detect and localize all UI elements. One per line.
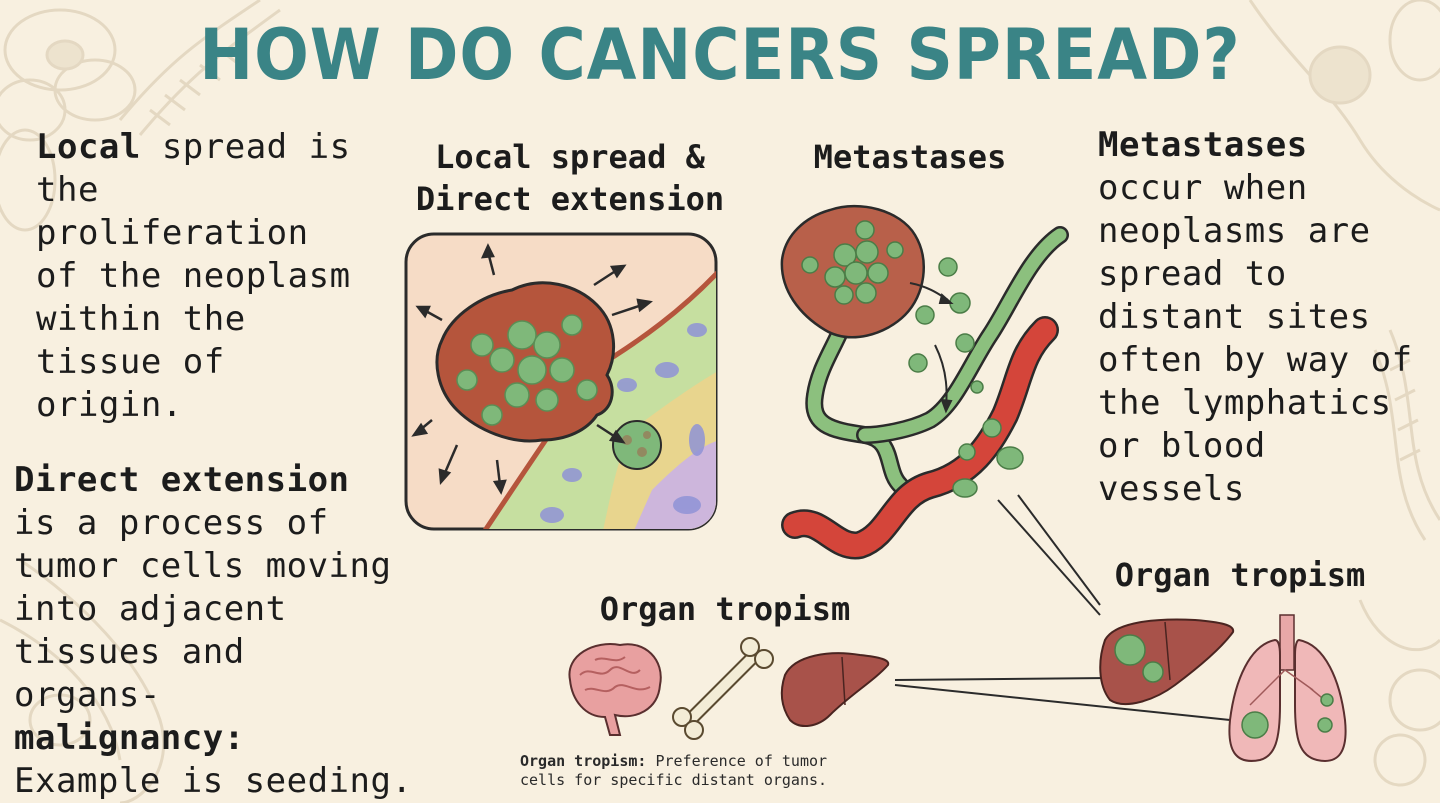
direct-extension-term: Direct extension [14, 460, 350, 500]
organs-group-center [568, 637, 890, 740]
organ-tropism-center-heading: Organ tropism [599, 590, 851, 628]
liver-icon [780, 652, 890, 727]
connector-lines [894, 677, 1231, 721]
direct-extension-description: Direct extension is a process of tumor c… [14, 459, 434, 803]
liver-with-metastases-icon [1099, 618, 1235, 705]
direct-extension-text: is a process of tumor cells moving into … [14, 503, 392, 715]
seeding-example-text: Example is seeding. [14, 761, 413, 801]
organ-tropism-caption: Organ tropism: Preference of tumor cells… [520, 752, 960, 790]
metastases-description: Metastases occur when neoplasms are spre… [1098, 124, 1438, 511]
metastases-panel-heading: Metastases [813, 138, 1007, 176]
metastatic-organs-icon [1099, 614, 1347, 762]
metastases-text: occur when neoplasms are spread to dista… [1098, 168, 1413, 509]
lungs-with-metastases-icon [1228, 614, 1347, 762]
local-spread-description: Local spread is the proliferation of the… [36, 126, 416, 427]
local-spread-panel-heading: Local spread & Direct extension [415, 138, 725, 218]
bone-icon [672, 637, 774, 740]
organ-tropism-caption-text: Preference of tumor cells for specific d… [520, 752, 828, 789]
metastasis-vessels-icon [780, 204, 1101, 616]
local-spread-text: spread is the proliferation of the neopl… [36, 127, 351, 425]
organ-tropism-caption-term: Organ tropism: [520, 752, 647, 770]
malignancy-term: malignancy: [14, 718, 245, 758]
local-spread-term: Local [36, 127, 141, 167]
page-title: HOW DO CANCERS SPREAD? [199, 14, 1241, 96]
metastases-term: Metastases [1098, 125, 1308, 165]
brain-icon [568, 643, 662, 736]
organ-tropism-right-heading: Organ tropism [1114, 556, 1366, 594]
tumor-tissue-icon [404, 232, 718, 531]
